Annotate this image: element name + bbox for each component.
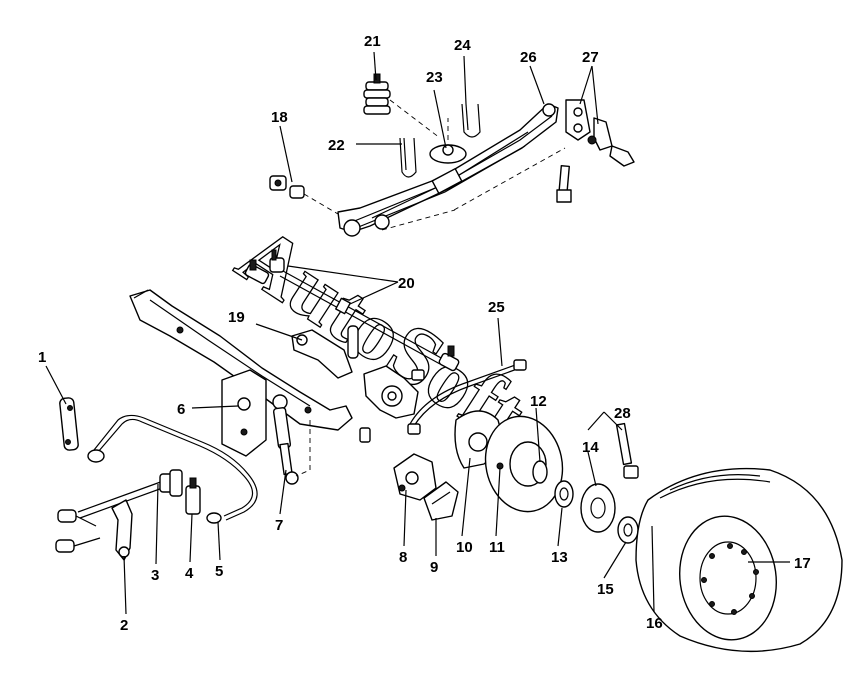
callout-25: 25: [488, 299, 505, 316]
leader-lines: [45, 51, 790, 615]
callout-20: 20: [398, 275, 415, 292]
callout-9: 9: [430, 559, 438, 576]
callout-19: 19: [228, 309, 245, 326]
shock-guide: [295, 420, 311, 477]
callout-26: 26: [520, 49, 537, 66]
steering-knuckle: [359, 365, 425, 443]
u-bolt-rear: [399, 137, 417, 178]
wheel-and-tyre: [635, 467, 843, 653]
ball-joint-ends: [55, 509, 101, 553]
callout-12: 12: [530, 393, 547, 410]
tie-rod: [244, 249, 460, 372]
callout-11: 11: [489, 539, 505, 556]
callout-13: 13: [551, 549, 568, 566]
callout-21: 21: [364, 33, 381, 50]
callout-7: 7: [275, 517, 283, 534]
bump-stop: [363, 73, 391, 115]
steering-arm: [291, 325, 359, 379]
callout-23: 23: [426, 69, 443, 86]
callout-1: 1: [38, 349, 46, 366]
front-axle-beam: [129, 289, 353, 431]
roll-bar-clamp: [185, 477, 201, 515]
wheel-hub: [580, 483, 616, 533]
callout-22: 22: [328, 137, 345, 154]
callout-8: 8: [399, 549, 407, 566]
callouts: 1 2 3 4 5 6 7 8 9 10 11 12 13 14 15 16 1…: [38, 33, 811, 634]
brake-pads: [423, 481, 459, 521]
callout-18: 18: [271, 109, 288, 126]
callout-24: 24: [454, 37, 471, 54]
spring-shackle-bracket: [565, 99, 635, 167]
callout-3: 3: [151, 567, 159, 584]
spring-seat-plate: [429, 118, 467, 164]
anti-roll-link: [59, 397, 79, 451]
brake-caliper: [393, 453, 437, 501]
callout-2: 2: [120, 617, 128, 634]
callout-4: 4: [185, 565, 194, 582]
wheel-bearing-outer: [554, 480, 574, 508]
axle-spring-bracket: [221, 369, 267, 457]
brake-disc: [484, 415, 564, 513]
wheel-bearing-inner: [532, 460, 548, 484]
callout-27: 27: [582, 49, 599, 66]
callout-16: 16: [646, 615, 663, 632]
clamp-bolt: [206, 512, 222, 524]
hub-nut: [617, 516, 639, 544]
wheel-stud: [615, 422, 639, 479]
callout-17: 17: [794, 555, 811, 572]
callout-14: 14: [582, 439, 599, 456]
spring-dashed-guide-2: [381, 209, 456, 231]
u-bolt-front: [461, 103, 481, 138]
shock-absorber: [272, 394, 299, 485]
shackle-bolt: [556, 165, 572, 203]
callout-28: 28: [614, 405, 631, 422]
callout-10: 10: [456, 539, 473, 556]
brake-hose: [407, 359, 527, 435]
callout-15: 15: [597, 581, 614, 598]
spring-dashed-guide: [453, 147, 566, 211]
callout-5: 5: [215, 563, 223, 580]
callout-6: 6: [177, 401, 185, 418]
leaf-spring: [337, 103, 559, 237]
lower-link: [111, 499, 133, 561]
bump-stop-guide: [389, 99, 441, 139]
anti-roll-bar: [87, 414, 258, 521]
spring-hanger-bushes: [269, 175, 339, 215]
